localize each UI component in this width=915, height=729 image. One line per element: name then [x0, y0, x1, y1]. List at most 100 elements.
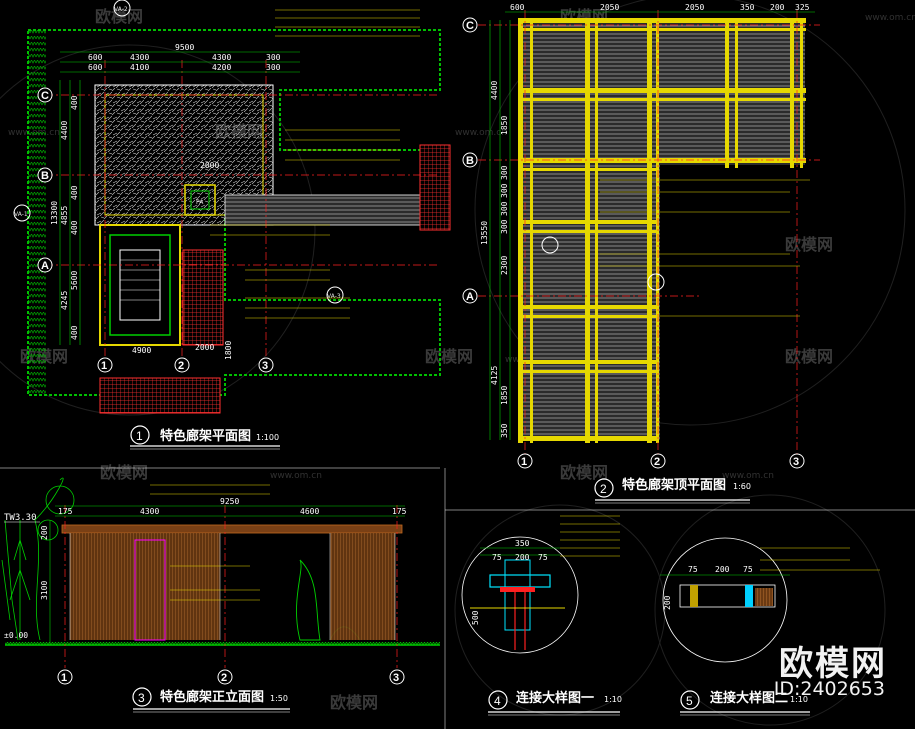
plan-dim-total: 9500: [175, 43, 194, 52]
section-tag: VA-3: [327, 293, 341, 300]
roof-dim-left: 4125: [490, 366, 499, 385]
plan-title: 特色廊架平面图: [160, 428, 251, 444]
detail-1-title-number: 4: [494, 694, 501, 708]
section-marker: [326, 286, 344, 304]
roof-dim-left: 13550: [480, 221, 489, 245]
plan-dim-left: 4245: [60, 291, 69, 310]
plan-dim-top: 300: [266, 63, 281, 72]
detail-1-dim: 500: [471, 610, 480, 625]
plan-dim-left: 400: [70, 220, 79, 235]
detail-2-title: 连接大样图二: [710, 690, 788, 706]
roof-dim-left: 300: [500, 219, 509, 234]
grid-row-label: C: [41, 90, 49, 102]
elev-dim-span: 4300: [140, 507, 159, 516]
elev-dim-span: 4600: [300, 507, 319, 516]
roof-dim-top: 600: [510, 3, 525, 12]
grid-col-label: 3: [262, 360, 268, 372]
roof-dim-left: 4400: [490, 81, 499, 100]
elev-dim-end: 175: [392, 507, 407, 516]
roof-dim-top: 200: [770, 3, 785, 12]
elev-grid-col: 3: [393, 672, 399, 684]
plan-dim-left: 4855: [60, 206, 69, 225]
detail-2-view: 75 200 75 200 5 连接大样图二 1:10: [660, 537, 880, 716]
plan-dim-mid: 2000: [200, 161, 219, 170]
plan-dim-left: 5600: [70, 271, 79, 290]
roof-grid-col: 3: [793, 456, 799, 468]
watermark-text: 欧模网: [785, 347, 833, 366]
watermark-url: www.om.cn: [865, 13, 915, 23]
detail-1-dim: 75: [492, 553, 502, 562]
plan-dim-top: 600: [88, 53, 103, 62]
plan-tag: PA: [196, 199, 204, 206]
roof-grid-row: B: [466, 155, 474, 167]
section-marker: [13, 204, 31, 222]
plan-dim-top: 4300: [130, 53, 149, 62]
plan-dim-top: 4100: [130, 63, 149, 72]
watermark-text: 欧模网: [100, 463, 148, 482]
roof-grid-col: 1: [521, 456, 527, 468]
plan-dim-left: 13300: [50, 201, 59, 225]
brand-id: ID:2402653: [773, 678, 885, 700]
section-tag: VA-1: [14, 211, 28, 218]
watermark-url: www.om.cn: [722, 471, 774, 481]
detail-2-dim: 200: [715, 565, 730, 574]
elev-grid-col: 2: [221, 672, 227, 684]
plan-dim-mid: 1800: [224, 341, 233, 360]
elev-dim-height: 3100: [40, 581, 49, 600]
roof-grid-col: 2: [654, 456, 660, 468]
watermark-text: 欧模网: [560, 463, 608, 482]
plan-dim-mid: 4900: [132, 346, 151, 355]
elev-scale: 1:50: [270, 694, 288, 703]
roof-dim-top: 325: [795, 3, 810, 12]
roof-plan-view: 600 2050 2050 350 200 325 4400 1850 1355…: [462, 3, 820, 504]
detail-2-title-number: 5: [686, 694, 693, 708]
elev-title: 特色廊架正立面图: [160, 689, 264, 705]
plan-view: PA 9500 600 4300 4300 300 600 4100 4200 …: [13, 0, 451, 450]
plan-dim-left: 400: [70, 95, 79, 110]
grid-col-label: 1: [101, 360, 107, 372]
section-tag: VA-2: [114, 6, 128, 13]
roof-grid-row: A: [466, 291, 474, 303]
detail-1-scale: 1:10: [604, 695, 622, 704]
section-marker: [113, 0, 131, 17]
plan-dim-mid: 2000: [195, 343, 214, 352]
roof-dim-top: 2050: [685, 3, 704, 12]
watermark-text: 欧模网: [330, 693, 378, 712]
brand-logo-text: 欧模网: [779, 644, 887, 684]
plan-dim-left: 400: [70, 325, 79, 340]
detail-1-title: 连接大样图一: [516, 690, 594, 706]
detail-2-dim: 75: [688, 565, 698, 574]
plan-title-number: 1: [136, 429, 143, 443]
detail-2-scale: 1:10: [790, 695, 808, 704]
grid-col-label: 2: [178, 360, 184, 372]
plan-dim-top: 4300: [212, 53, 231, 62]
roof-dim-left: 300: [500, 183, 509, 198]
watermark-url: www.om.cn: [270, 471, 322, 481]
watermark-text: 欧模网: [785, 235, 833, 254]
detail-1-dim: 200: [515, 553, 530, 562]
elev-level-top: TW3.30: [4, 513, 37, 523]
detail-2-dim: 200: [663, 595, 672, 610]
watermark-text: 欧模网: [95, 7, 143, 26]
roof-dim-left: 300: [500, 201, 509, 216]
detail-1-dim: 75: [538, 553, 548, 562]
roof-dim-top: 350: [740, 3, 755, 12]
elevation-view: 9250 4300 4600 175 175 200 3100 TW3.30 ±…: [1, 477, 440, 713]
roof-dim-left: 1850: [500, 116, 509, 135]
roof-dim-left: 350: [500, 423, 509, 438]
plan-dim-left: 4400: [60, 121, 69, 140]
roof-scale: 1:60: [733, 482, 751, 491]
elev-level-bottom: ±0.00: [4, 631, 28, 640]
roof-grid-row: C: [466, 20, 474, 32]
roof-dim-top: 2050: [600, 3, 619, 12]
detail-1-dim: 350: [515, 539, 530, 548]
plan-dim-top: 300: [266, 53, 281, 62]
detail-2-dim: 75: [743, 565, 753, 574]
elev-dim-total: 9250: [220, 497, 239, 506]
roof-dim-left: 1850: [500, 386, 509, 405]
plan-dim-top: 4200: [212, 63, 231, 72]
elev-dim-end: 175: [58, 507, 73, 516]
watermark-url: www.om.cn: [455, 128, 507, 138]
grid-row-label: B: [41, 170, 49, 182]
